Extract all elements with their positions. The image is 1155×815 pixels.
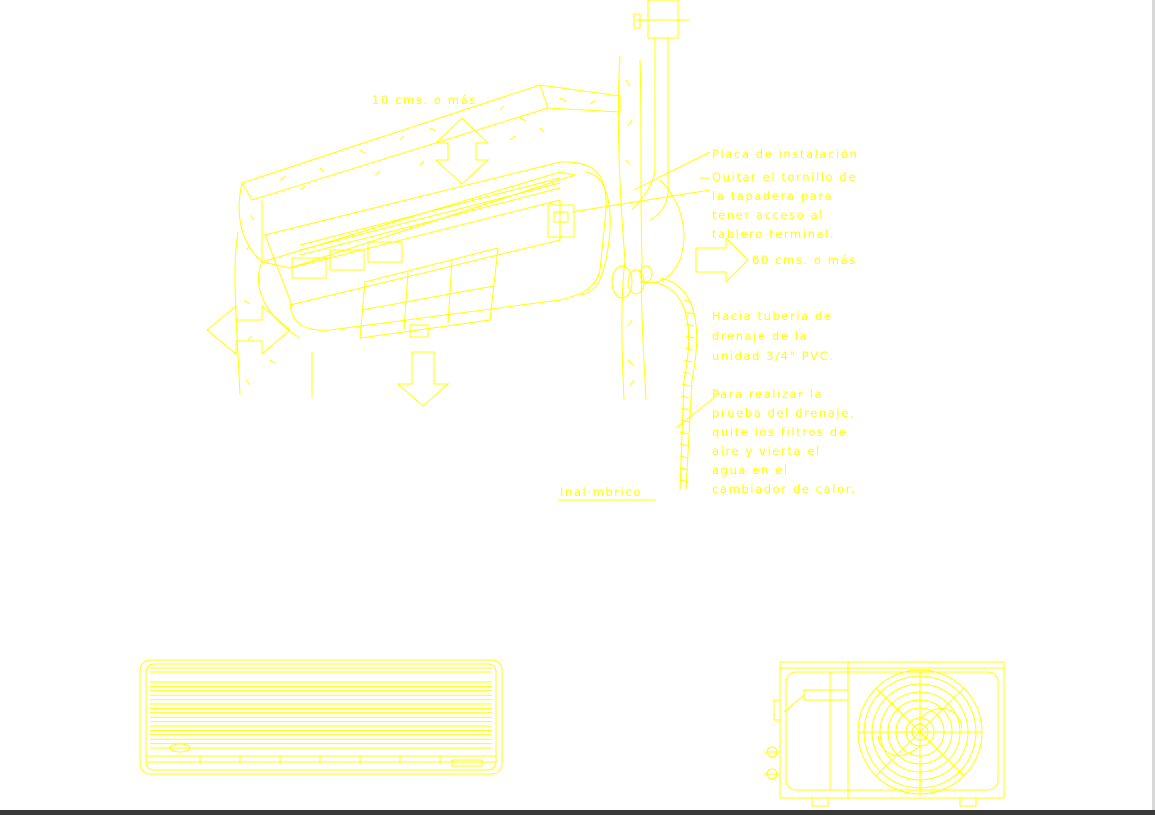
drain-pipe-line-2: drenaje de la bbox=[712, 329, 808, 343]
fan-icon bbox=[857, 669, 983, 795]
clearance-top-label: 10 cms. o más bbox=[372, 93, 477, 107]
installation-diagram bbox=[206, 0, 749, 501]
install-plate-label: Placa de instalación bbox=[712, 147, 858, 161]
annotations: 10 cms. o más 60 cms. o más Placa de ins… bbox=[372, 93, 858, 499]
refrigerant-pipe bbox=[631, 0, 690, 284]
drain-test-line-6: cambiador de calor. bbox=[712, 482, 856, 496]
remove-screw-line-1: Quitar el tornillo de bbox=[712, 170, 857, 184]
drain-test-line-2: prueba del drenaje, bbox=[712, 406, 855, 420]
outdoor-unit-front-view bbox=[764, 661, 1005, 807]
remove-screw-line-4: tablero terminal. bbox=[712, 227, 835, 241]
drain-test-line-3: quite los filtros de bbox=[712, 425, 847, 439]
drain-pipe-line-3: unidad 3/4" PVC. bbox=[712, 349, 835, 363]
wall bbox=[617, 55, 647, 401]
drain-test-line-4: aire y vierta el bbox=[712, 444, 821, 458]
window-frame-right bbox=[1152, 0, 1155, 815]
ceiling-slab bbox=[234, 84, 621, 396]
drain-test-line-5: agua en el bbox=[712, 463, 789, 477]
remove-screw-line-2: la tapadera para bbox=[712, 189, 833, 203]
down-arrow-icon bbox=[396, 351, 450, 407]
drain-hose bbox=[653, 277, 698, 491]
right-arrow-icon bbox=[695, 236, 749, 284]
drain-test-line-1: Para realizar la bbox=[712, 387, 823, 401]
remove-screw-line-3: tener acceso al bbox=[712, 208, 824, 222]
indoor-unit-front-view bbox=[139, 659, 503, 775]
window-frame-bottom bbox=[0, 810, 1155, 815]
drain-pipe-line-1: Hacia tubería de bbox=[712, 309, 833, 323]
wireless-label: Inal·mbrico bbox=[560, 485, 642, 499]
indoor-unit-perspective bbox=[261, 161, 653, 339]
double-arrow-icon bbox=[206, 304, 291, 356]
clearance-side-label: 60 cms. o más bbox=[752, 253, 857, 267]
double-arrow-icon bbox=[434, 117, 490, 185]
